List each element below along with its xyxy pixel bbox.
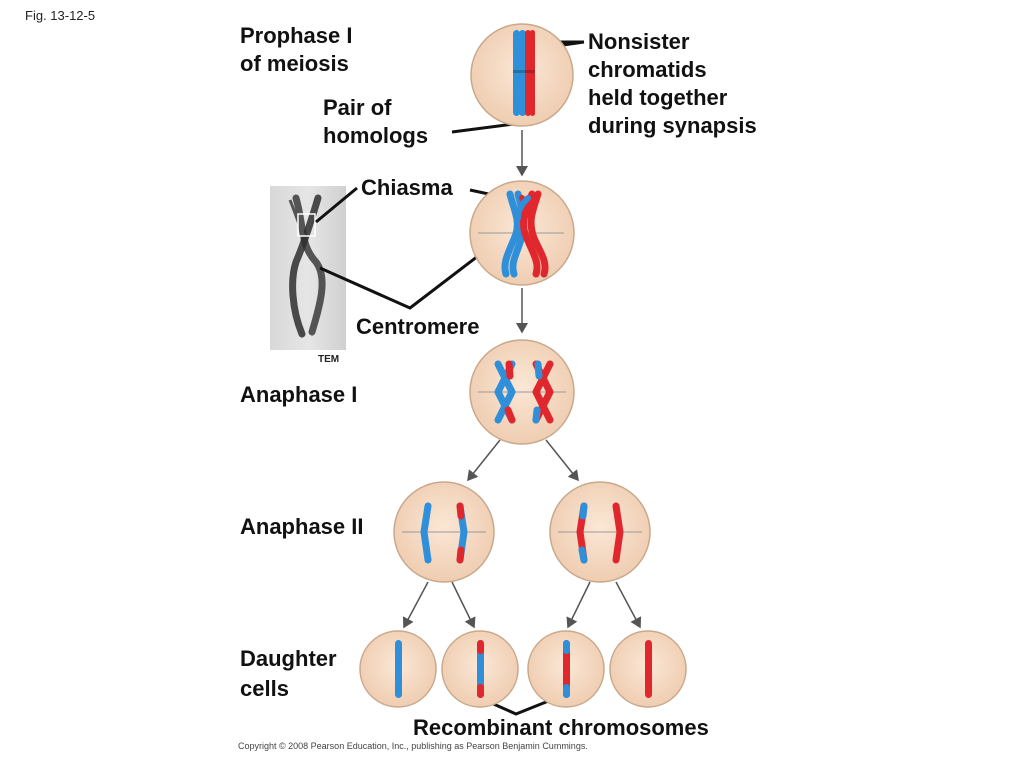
cell-anaphase-2-right <box>549 481 651 583</box>
recombinant-chromosomes-label: Recombinant chromosomes <box>413 715 709 740</box>
nonsister-line3: held together <box>588 85 728 110</box>
pair-homologs-line2: homologs <box>323 123 429 148</box>
figure-label: Fig. 13-12-5 <box>25 8 96 23</box>
arrow-anaphase1-left <box>467 439 501 482</box>
nonsister-line4: during synapsis <box>588 113 757 138</box>
tem-label: TEM <box>318 354 340 365</box>
arrow-a2-right-1 <box>566 581 591 629</box>
tem-micrograph <box>270 186 346 350</box>
arrow-anaphase1-right <box>545 439 579 482</box>
chiasma-label: Chiasma <box>361 175 453 200</box>
daughter-cells-line1: Daughter <box>240 646 337 671</box>
prophase-label-line1: Prophase I <box>240 23 353 48</box>
daughter-cell-2 <box>441 630 519 708</box>
chromatid-blue-2 <box>519 30 526 116</box>
chromatid-red-1 <box>525 30 531 116</box>
arrow-a2-right-2 <box>615 581 642 629</box>
cell-chiasma <box>469 180 575 286</box>
daughter-cell-3 <box>527 630 605 708</box>
chromatid-blue-1 <box>513 30 520 116</box>
copyright-notice: Copyright © 2008 Pearson Education, Inc.… <box>238 741 588 751</box>
centromere-label: Centromere <box>356 314 480 339</box>
arrow-a2-left-2 <box>451 581 476 629</box>
anaphase-1-label: Anaphase I <box>240 382 358 407</box>
daughter-cell-1 <box>359 630 437 708</box>
arrows <box>402 130 642 629</box>
daughter-cells-label: Daughter cells <box>240 644 337 704</box>
prophase-label: Prophase I of meiosis <box>240 22 352 78</box>
chiasma-tem-leader <box>315 186 358 224</box>
cell-anaphase-1 <box>469 339 575 445</box>
daughter-cells-line2: cells <box>240 676 289 701</box>
anaphase-2-label: Anaphase II <box>240 514 364 539</box>
chiasma-highlight-box <box>297 213 316 237</box>
nonsister-line1: Nonsister <box>588 29 690 54</box>
pair-homologs-label: Pair of homologs <box>323 94 428 150</box>
nonsister-line2: chromatids <box>588 57 707 82</box>
pair-homologs-leader <box>451 122 515 134</box>
arrow-a2-left-1 <box>402 581 429 629</box>
nonsister-chromatids-label: Nonsister chromatids held together durin… <box>588 28 757 140</box>
prophase-label-line2: of meiosis <box>240 51 349 76</box>
pair-homologs-line1: Pair of <box>323 95 392 120</box>
cell-prophase <box>470 23 574 127</box>
daughter-cell-4 <box>609 630 687 708</box>
cell-anaphase-2-left <box>393 481 495 583</box>
chromatid-red-2 <box>530 30 535 116</box>
